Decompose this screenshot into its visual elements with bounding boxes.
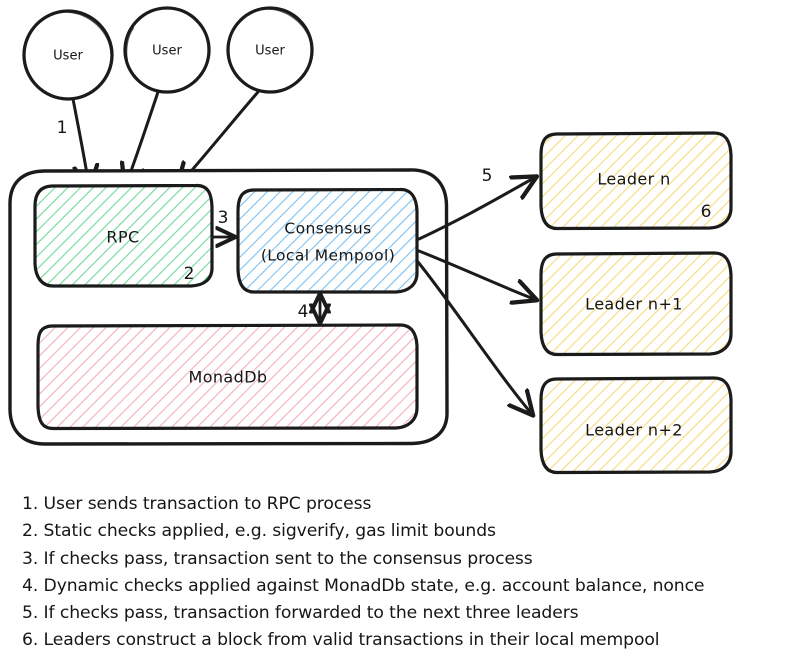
rpc-node-label: RPC bbox=[106, 228, 139, 247]
leader-n2-node[interactable]: Leader n+2 bbox=[539, 376, 733, 475]
consensus-node[interactable]: Consensus (Local Mempool) bbox=[236, 187, 419, 294]
leader-n1-node[interactable]: Leader n+1 bbox=[539, 251, 733, 357]
consensus-node-label-line2: (Local Mempool) bbox=[261, 247, 395, 265]
user-node-3[interactable]: User bbox=[226, 6, 314, 94]
rpc-step-number: 2 bbox=[184, 264, 195, 284]
arrow-consensus-to-leader-n2 bbox=[416, 260, 531, 413]
legend-step-6: 6. Leaders construct a block from valid … bbox=[22, 630, 660, 651]
legend-step-4: 4. Dynamic checks applied against MonadD… bbox=[22, 575, 705, 596]
arrow-consensus-to-leader-n1 bbox=[417, 249, 534, 299]
monaddb-node-label: MonadDb bbox=[189, 368, 268, 387]
step-label-1: 1 bbox=[57, 118, 68, 138]
legend-steps: 1. User sends transaction to RPC process… bbox=[22, 491, 792, 655]
user-node-2-label: User bbox=[152, 44, 182, 59]
user-node-1-label: User bbox=[53, 49, 83, 64]
user-node-2[interactable]: User bbox=[123, 6, 211, 94]
leader-n-node[interactable]: Leader n 6 bbox=[539, 131, 733, 231]
leader-n2-label: Leader n+2 bbox=[585, 421, 683, 440]
leader-n-label: Leader n bbox=[597, 170, 670, 189]
legend-step-5: 5. If checks pass, transaction forwarded… bbox=[22, 603, 579, 624]
step-label-5: 5 bbox=[482, 166, 493, 186]
legend-step-1: 1. User sends transaction to RPC process bbox=[22, 494, 372, 514]
user-node-1[interactable]: User bbox=[22, 9, 114, 101]
leader-n1-label: Leader n+1 bbox=[585, 295, 683, 314]
step-label-3: 3 bbox=[218, 208, 229, 228]
monaddb-node[interactable]: MonadDb bbox=[36, 323, 419, 431]
legend-step-3: 3. If checks pass, transaction sent to t… bbox=[22, 548, 533, 569]
step-label-4: 4 bbox=[298, 302, 309, 322]
legend-step-2: 2. Static checks applied, e.g. sigverify… bbox=[22, 521, 496, 542]
arrow-consensus-to-leader-n bbox=[417, 178, 534, 241]
consensus-node-label-line1: Consensus bbox=[284, 220, 371, 238]
leader-n-step-number: 6 bbox=[701, 202, 712, 222]
user-node-3-label: User bbox=[255, 44, 285, 59]
rpc-node[interactable]: RPC 2 bbox=[33, 183, 214, 288]
